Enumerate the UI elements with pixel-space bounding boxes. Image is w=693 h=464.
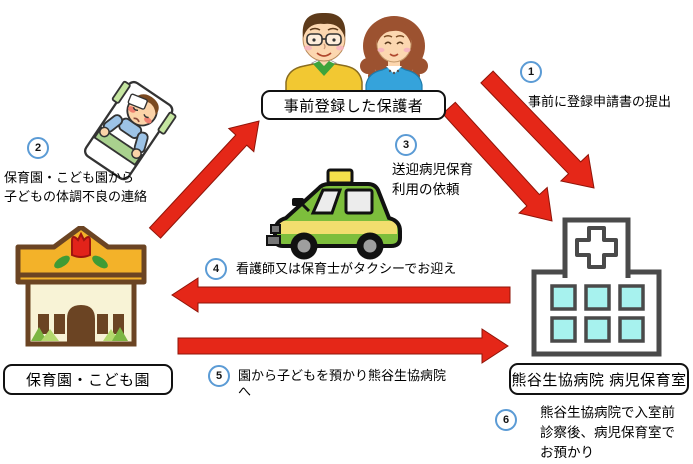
cooling-pad <box>127 93 148 110</box>
mother-figure <box>360 16 428 94</box>
nursery-building-illustration <box>15 226 147 347</box>
arrow-step-2 <box>148 120 260 239</box>
step-2-text: 保育園・こども園から 子どもの体調不良の連絡 <box>4 170 148 204</box>
arrow-step-1 <box>480 70 595 189</box>
taxi-roof-sign <box>326 168 354 185</box>
nursery-label: 保育園・こども園 <box>3 364 173 395</box>
step-1-badge: 1 <box>520 61 542 83</box>
step-3-badge: 3 <box>395 134 417 156</box>
step-6-text: 熊谷生協病院で入室前 診察後、病児保育室で お預かり <box>540 405 675 460</box>
step-6-badge: 6 <box>495 409 517 431</box>
parents-couple-illustration <box>285 12 428 94</box>
arrow-step-5 <box>177 328 509 364</box>
sick-child-in-bed-illustration <box>83 80 177 181</box>
step-1-text: 事前に登録申請書の提出 <box>528 94 672 109</box>
arrow-step-3 <box>441 101 553 222</box>
step-3-text: 送迎病児保育 利用の依頼 <box>392 162 473 197</box>
hospital-label: 熊谷生協病院 病児保育室 <box>509 363 689 395</box>
hospital-building-illustration <box>531 217 662 357</box>
taxi-illustration <box>266 168 402 260</box>
step-5-text: 園から子どもを預かり熊谷生協病院へ <box>238 368 447 399</box>
step-4-text: 看護師又は保育士がタクシーでお迎え <box>236 261 457 276</box>
step-4-badge: 4 <box>205 258 227 280</box>
tulip-icon <box>71 231 91 258</box>
step-5-badge: 5 <box>208 365 230 387</box>
father-figure <box>285 12 363 94</box>
medical-cross-icon <box>575 226 618 269</box>
taxi-mirror <box>292 198 304 206</box>
arrow-step-4 <box>171 277 511 313</box>
step-2-badge: 2 <box>27 137 49 159</box>
parents-label: 事前登録した保護者 <box>261 90 446 120</box>
nursery-door <box>67 305 95 342</box>
